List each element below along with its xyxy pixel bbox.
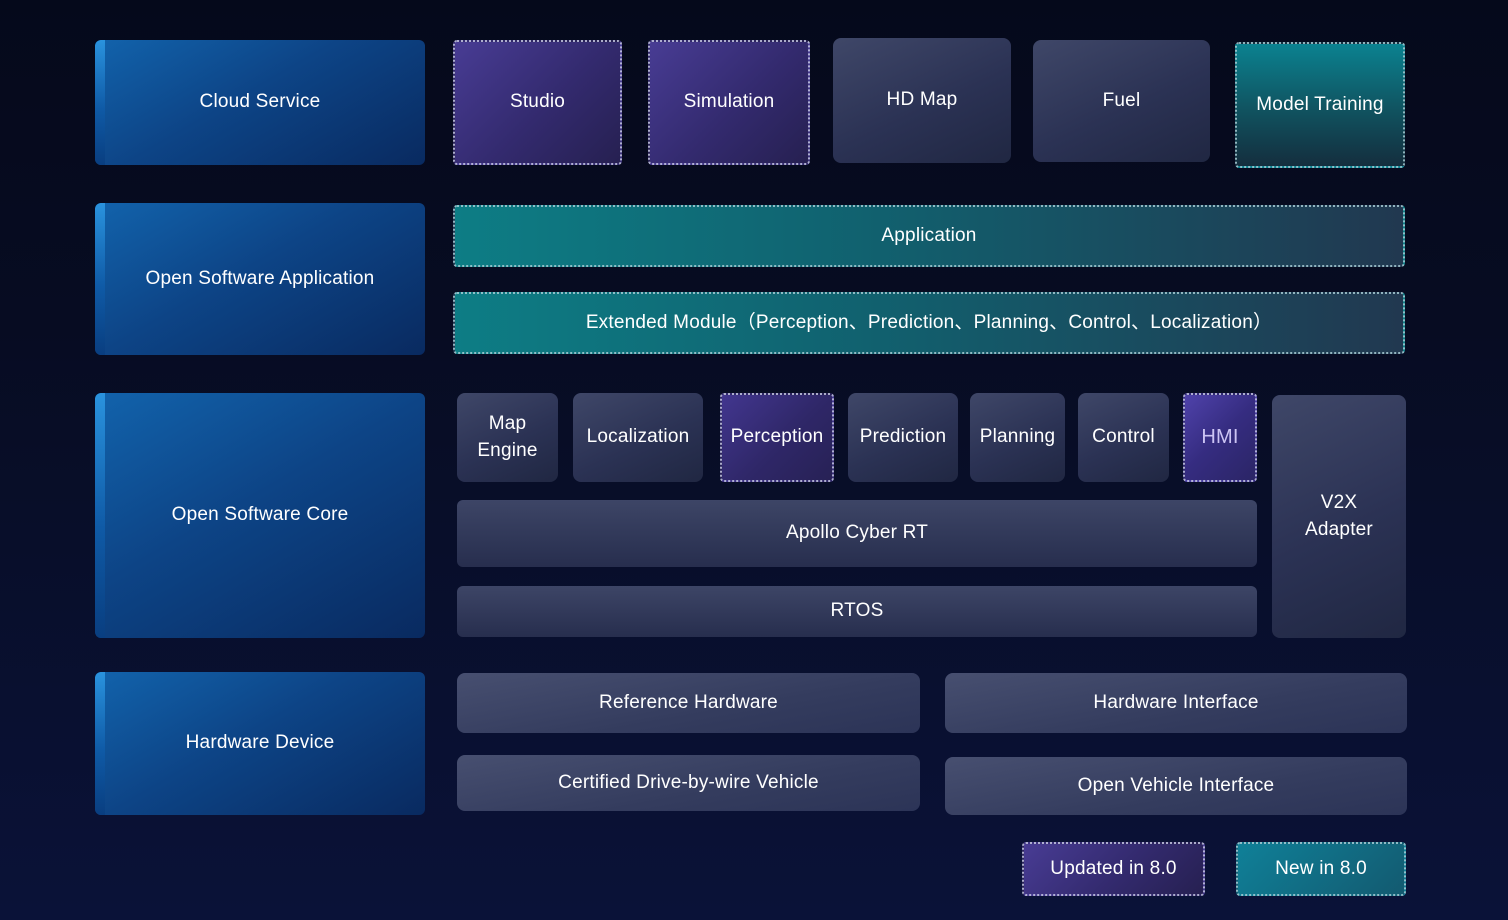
model-training-label: Model Training — [1256, 93, 1384, 115]
fuel-label: Fuel — [1102, 89, 1141, 111]
open-vehicle-interface-label: Open Vehicle Interface — [1077, 774, 1275, 796]
hd-map-label: HD Map — [886, 89, 958, 111]
v2x-adapter-label: V2X Adapter — [1305, 492, 1373, 540]
cloud-service-label: Cloud Service — [199, 91, 321, 113]
cloud-service-box: Cloud Service — [95, 40, 425, 165]
prediction-label: Prediction — [859, 426, 947, 448]
application-label: Application — [881, 224, 977, 246]
open-software-application-label: Open Software Application — [145, 267, 375, 289]
reference-hardware-box: Reference Hardware — [457, 673, 920, 733]
hardware-device-label: Hardware Device — [185, 732, 335, 754]
open-vehicle-interface-box: Open Vehicle Interface — [945, 757, 1407, 815]
reference-hardware-label: Reference Hardware — [599, 691, 778, 713]
planning-box: Planning — [970, 393, 1065, 482]
apollo-cyber-rt-box: Apollo Cyber RT — [457, 500, 1257, 567]
rtos-box: RTOS — [457, 586, 1257, 637]
open-software-core-box: Open Software Core — [95, 393, 425, 638]
legend-new-box: New in 8.0 — [1236, 842, 1406, 896]
map-engine-box: Map Engine — [457, 393, 558, 482]
perception-label: Perception — [730, 426, 824, 448]
map-engine-label: Map Engine — [477, 413, 538, 461]
studio-label: Studio — [509, 91, 566, 113]
legend-updated-box: Updated in 8.0 — [1022, 842, 1205, 896]
accent-bar — [95, 203, 105, 355]
apollo-cyber-rt-label: Apollo Cyber RT — [785, 522, 929, 544]
hardware-device-box: Hardware Device — [95, 672, 425, 815]
rtos-label: RTOS — [830, 600, 884, 622]
extended-module-label: Extended Module（Perception、Prediction、Pl… — [585, 311, 1273, 333]
hardware-interface-box: Hardware Interface — [945, 673, 1407, 733]
legend-updated-label: Updated in 8.0 — [1050, 857, 1177, 879]
certified-drive-by-wire-vehicle-label: Certified Drive-by-wire Vehicle — [558, 771, 819, 793]
certified-drive-by-wire-vehicle-box: Certified Drive-by-wire Vehicle — [457, 755, 920, 811]
prediction-box: Prediction — [848, 393, 958, 482]
fuel-box: Fuel — [1033, 40, 1210, 162]
studio-box: Studio — [453, 40, 622, 165]
hardware-interface-label: Hardware Interface — [1093, 691, 1259, 713]
hd-map-box: HD Map — [833, 38, 1011, 163]
simulation-label: Simulation — [683, 91, 775, 113]
localization-label: Localization — [586, 426, 690, 448]
localization-box: Localization — [573, 393, 703, 482]
application-box: Application — [453, 205, 1405, 267]
control-box: Control — [1078, 393, 1169, 482]
accent-bar — [95, 40, 105, 165]
hmi-label: HMI — [1201, 425, 1239, 448]
v2x-adapter-box: V2X Adapter — [1272, 395, 1406, 638]
simulation-box: Simulation — [648, 40, 810, 165]
legend-new-label: New in 8.0 — [1275, 857, 1367, 879]
open-software-application-box: Open Software Application — [95, 203, 425, 355]
hmi-box: HMI — [1183, 393, 1257, 482]
perception-box: Perception — [720, 393, 834, 482]
accent-bar — [95, 672, 105, 815]
control-label: Control — [1092, 426, 1155, 448]
model-training-box: Model Training — [1235, 42, 1405, 168]
open-software-core-label: Open Software Core — [171, 504, 349, 526]
extended-module-box: Extended Module（Perception、Prediction、Pl… — [453, 292, 1405, 354]
accent-bar — [95, 393, 105, 638]
planning-label: Planning — [979, 426, 1056, 448]
